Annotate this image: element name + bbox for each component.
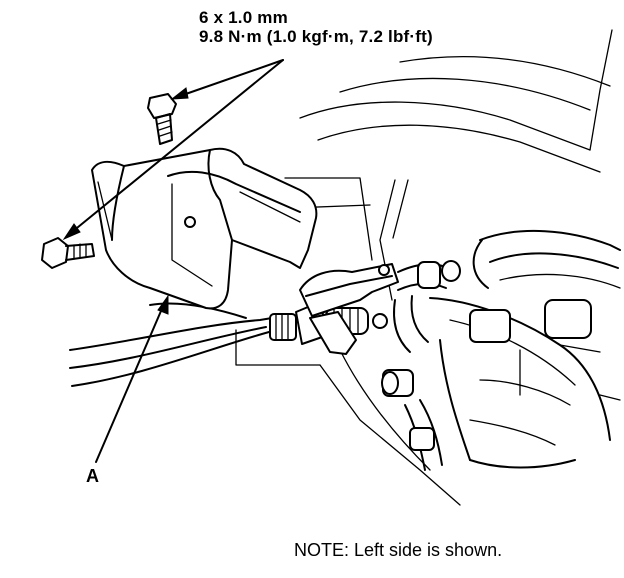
bolt-lower xyxy=(41,237,95,269)
callout-label-a: A xyxy=(86,466,99,486)
bolt-size-label: 6 x 1.0 mm xyxy=(199,8,288,27)
note-text: NOTE: Left side is shown. xyxy=(294,540,503,560)
torque-spec-label: 9.8 N·m (1.0 kgf·m, 7.2 lbf·ft) xyxy=(199,27,433,46)
callout-a-leader xyxy=(95,294,169,463)
bracket-a xyxy=(91,147,318,310)
bolt-upper xyxy=(147,93,177,145)
cable-clevis xyxy=(299,263,399,355)
transmission-housing xyxy=(429,229,621,469)
engine-housing-outline xyxy=(235,29,613,506)
lower-fittings xyxy=(381,369,443,471)
torque-leader-arrows xyxy=(62,59,284,241)
hose xyxy=(392,260,461,353)
shift-cable xyxy=(69,302,277,387)
